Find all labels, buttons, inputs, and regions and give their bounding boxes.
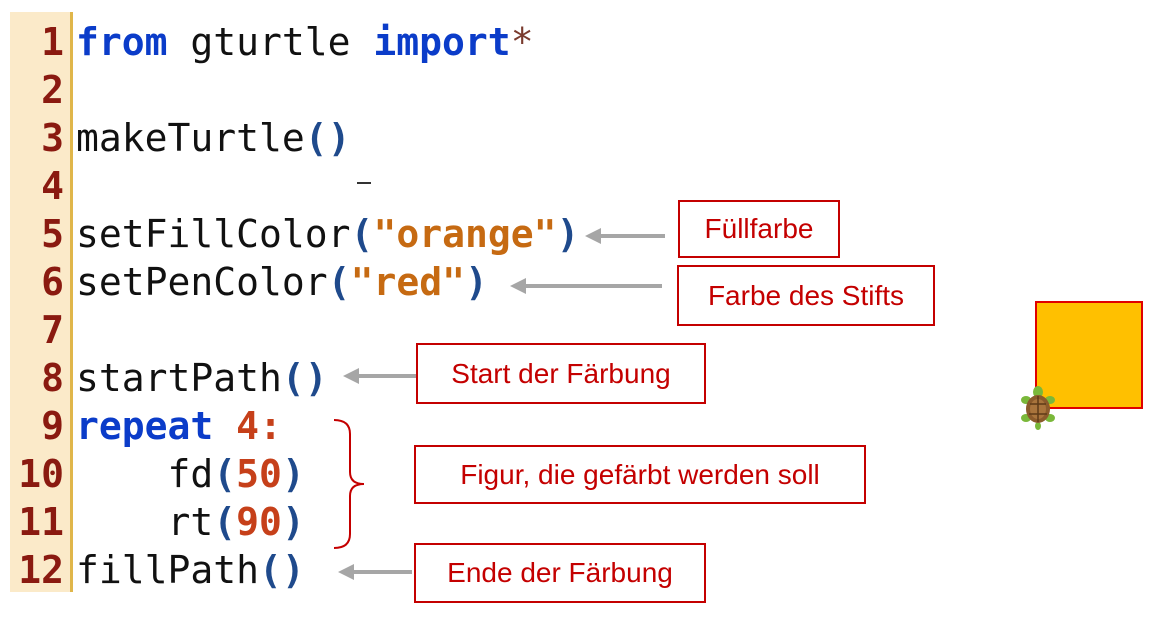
line-number: 5 [41, 212, 64, 256]
code-line-forward[interactable]: fd(50) [76, 450, 305, 498]
turtle-icon [1021, 386, 1055, 430]
paren: ( [304, 116, 328, 160]
code-line-fill-path[interactable]: fillPath() [76, 546, 305, 594]
code-line-set-fill-color[interactable]: setFillColor("orange") [76, 210, 579, 258]
paren: ( [259, 548, 282, 592]
string-literal: "red" [350, 260, 465, 304]
paren: ) [281, 548, 305, 592]
line-number: 8 [41, 356, 64, 400]
function-name: setFillColor [76, 212, 351, 256]
function-name: startPath [76, 356, 282, 400]
colon: : [259, 404, 282, 448]
line-number: 12 [18, 548, 64, 592]
function-name: fillPath [76, 548, 260, 592]
line-number: 1 [41, 20, 64, 64]
function-name: rt [76, 500, 214, 544]
paren: ) [327, 116, 351, 160]
arrow-left-icon [343, 368, 417, 384]
line-number: 11 [18, 500, 64, 544]
paren: ) [464, 260, 488, 304]
function-name: makeTurtle [76, 116, 305, 160]
arrow-left-icon [338, 564, 412, 580]
code-line-import[interactable]: from gturtle import* [76, 18, 534, 66]
arrow-left-icon [585, 228, 665, 244]
code-line-right[interactable]: rt(90) [76, 498, 305, 546]
paren: ) [556, 212, 580, 256]
paren: ( [281, 356, 305, 400]
function-name: setPenColor [76, 260, 328, 304]
string-literal: "orange" [373, 212, 557, 256]
callout-pen-color: Farbe des Stifts [677, 265, 935, 326]
paren: ( [213, 500, 237, 544]
line-number: 2 [41, 68, 64, 112]
line-number: 6 [41, 260, 64, 304]
paren: ) [281, 500, 305, 544]
code-line-set-pen-color[interactable]: setPenColor("red") [76, 258, 488, 306]
curly-brace-icon [333, 419, 365, 549]
callout-fill-color: Füllfarbe [678, 200, 840, 258]
code-line-repeat[interactable]: repeat 4: [76, 402, 282, 450]
arrow-left-icon [510, 278, 662, 294]
code-line-start-path[interactable]: startPath() [76, 354, 328, 402]
paren: ) [304, 356, 328, 400]
line-number: 7 [41, 308, 64, 352]
line-number: 4 [41, 164, 64, 208]
space [213, 404, 236, 448]
line-number-gutter [10, 12, 73, 592]
module-name: gturtle [167, 20, 374, 64]
function-name: fd [76, 452, 214, 496]
keyword: from [76, 20, 168, 64]
line-number: 9 [41, 404, 64, 448]
keyword: import [373, 20, 511, 64]
filled-square [1035, 301, 1143, 409]
text-caret [357, 182, 371, 184]
code-line-make-turtle[interactable]: makeTurtle() [76, 114, 351, 162]
callout-figure: Figur, die gefärbt werden soll [414, 445, 866, 504]
line-number: 10 [18, 452, 64, 496]
callout-end-fill: Ende der Färbung [414, 543, 706, 603]
line-number: 3 [41, 116, 64, 160]
wildcard: * [510, 20, 534, 64]
callout-start-fill: Start der Färbung [416, 343, 706, 404]
keyword: repeat [76, 404, 214, 448]
number-literal: 90 [236, 500, 282, 544]
paren: ( [327, 260, 351, 304]
number-literal: 50 [236, 452, 282, 496]
paren: ( [213, 452, 237, 496]
paren: ) [281, 452, 305, 496]
paren: ( [350, 212, 374, 256]
number-literal: 4 [236, 404, 260, 448]
